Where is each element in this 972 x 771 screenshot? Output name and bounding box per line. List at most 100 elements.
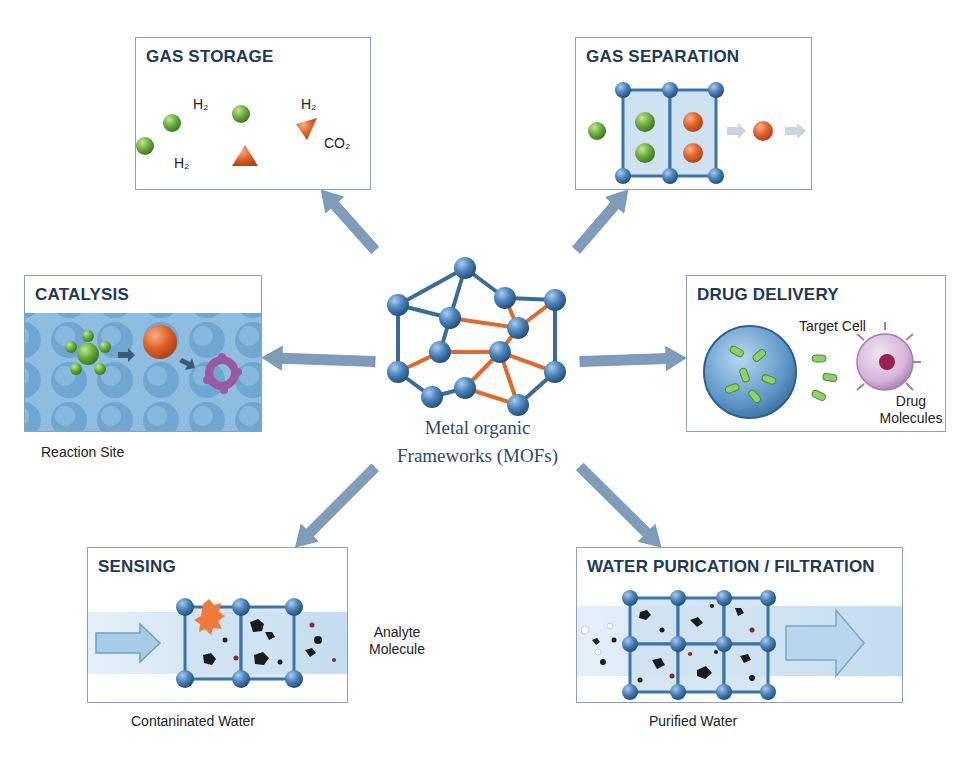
sensing-framework bbox=[285, 598, 303, 616]
catalysis-surface bbox=[99, 341, 111, 353]
panel-ground bbox=[24, 275, 262, 432]
separation-framework bbox=[635, 112, 655, 132]
sensing-framework bbox=[310, 623, 315, 628]
sensing-framework bbox=[314, 636, 322, 644]
filtration-framework bbox=[638, 604, 756, 683]
separation-framework bbox=[623, 90, 670, 176]
sensing-framework bbox=[234, 623, 337, 663]
drug-carrier bbox=[704, 326, 796, 418]
sensing-framework bbox=[203, 653, 216, 665]
sensing-framework bbox=[278, 660, 283, 665]
filtration-framework bbox=[630, 598, 678, 644]
gas-molecules bbox=[296, 118, 317, 140]
separation-framework bbox=[683, 112, 703, 132]
drug-carrier bbox=[811, 389, 827, 401]
filtration-framework bbox=[592, 638, 617, 666]
filtration-framework bbox=[622, 636, 638, 652]
catalysis-surface bbox=[94, 363, 106, 375]
mof-molecule bbox=[439, 307, 461, 329]
filtration-framework bbox=[750, 628, 755, 633]
sensing-framework bbox=[203, 619, 322, 665]
flow-arrow bbox=[296, 464, 379, 547]
drug-carrier bbox=[752, 348, 767, 362]
drug-carrier bbox=[739, 367, 750, 383]
sensing-framework bbox=[223, 638, 228, 643]
flow-arrow bbox=[576, 463, 660, 547]
sensing-framework bbox=[232, 598, 250, 616]
mof-molecule bbox=[494, 287, 516, 309]
mof-molecule bbox=[507, 394, 529, 416]
catalysis-surface bbox=[203, 376, 211, 384]
sensing-framework bbox=[194, 599, 225, 635]
mof-molecule bbox=[398, 298, 555, 405]
panel-label: H₂ bbox=[193, 96, 209, 113]
filtration-framework bbox=[630, 598, 768, 692]
application-panel: CATALYSISReaction Site bbox=[24, 275, 262, 432]
panel-label: Purified Water bbox=[649, 713, 737, 730]
separation-framework bbox=[670, 90, 716, 176]
separation-framework bbox=[588, 82, 806, 184]
panel-label: Target Cell bbox=[799, 318, 866, 335]
separation-framework bbox=[708, 82, 724, 98]
filtration-framework bbox=[740, 654, 751, 663]
panel-ground bbox=[24, 37, 946, 703]
mof-molecule bbox=[489, 341, 511, 363]
application-panel: SENSINGAnalyte MoleculeContaninated Wate… bbox=[87, 547, 348, 703]
filtration-framework bbox=[630, 644, 678, 692]
flow-arrow bbox=[580, 347, 686, 371]
filtration-framework bbox=[760, 590, 776, 606]
drug-carrier bbox=[857, 334, 913, 390]
drug-carrier bbox=[857, 334, 864, 340]
sensing-framework bbox=[305, 648, 316, 657]
panel-ground bbox=[135, 37, 371, 190]
sensing-framework bbox=[332, 658, 336, 662]
filtration-framework bbox=[670, 636, 686, 652]
filtration-framework bbox=[607, 623, 613, 629]
panel-label: CO₂ bbox=[324, 135, 350, 152]
sensing-framework bbox=[88, 598, 347, 688]
mof-molecule bbox=[387, 294, 409, 316]
catalysis-surface bbox=[65, 341, 77, 353]
catalysis-surface bbox=[209, 360, 235, 386]
drug-carrier bbox=[879, 354, 895, 370]
catalysis-surface bbox=[143, 325, 177, 359]
drug-carrier bbox=[906, 383, 913, 390]
drug-carrier bbox=[724, 345, 837, 404]
filtration-framework bbox=[714, 650, 718, 654]
catalysis-surface bbox=[220, 386, 228, 394]
flow-arrow bbox=[262, 346, 375, 370]
gas-molecules bbox=[136, 105, 317, 166]
catalysis-surface bbox=[179, 358, 195, 370]
filtration-framework bbox=[716, 636, 732, 652]
sensing-framework bbox=[176, 598, 303, 688]
mof-molecule bbox=[454, 377, 476, 399]
catalysis-surface bbox=[77, 343, 99, 365]
separation-framework bbox=[683, 143, 703, 163]
sensing-framework bbox=[234, 656, 239, 661]
flow-arrow bbox=[321, 190, 378, 254]
filtration-framework bbox=[760, 636, 776, 652]
mof-molecule bbox=[454, 257, 476, 279]
drug-carrier bbox=[729, 345, 745, 358]
panel-heading: WATER PURICATION / FILTRATION bbox=[587, 557, 875, 577]
application-panel: WATER PURICATION / FILTRATIONPurified Wa… bbox=[576, 547, 903, 703]
filtration-framework bbox=[735, 608, 744, 616]
filtration-framework bbox=[678, 598, 724, 644]
catalysis-surface bbox=[25, 313, 261, 431]
filtration-framework bbox=[622, 684, 638, 700]
mof-molecule bbox=[398, 268, 555, 405]
separation-framework bbox=[727, 123, 746, 139]
separation-framework bbox=[662, 168, 678, 184]
filtration-framework bbox=[710, 604, 714, 608]
filtration-framework bbox=[639, 610, 651, 620]
filtration-framework bbox=[670, 590, 686, 606]
separation-framework bbox=[708, 168, 724, 184]
separation-framework bbox=[753, 121, 773, 141]
gas-molecules bbox=[232, 145, 258, 166]
filtration-framework bbox=[678, 644, 724, 692]
sensing-framework bbox=[176, 598, 194, 616]
catalysis-surface bbox=[70, 363, 82, 375]
mof-molecule bbox=[387, 257, 566, 416]
sensing-framework bbox=[241, 607, 294, 679]
